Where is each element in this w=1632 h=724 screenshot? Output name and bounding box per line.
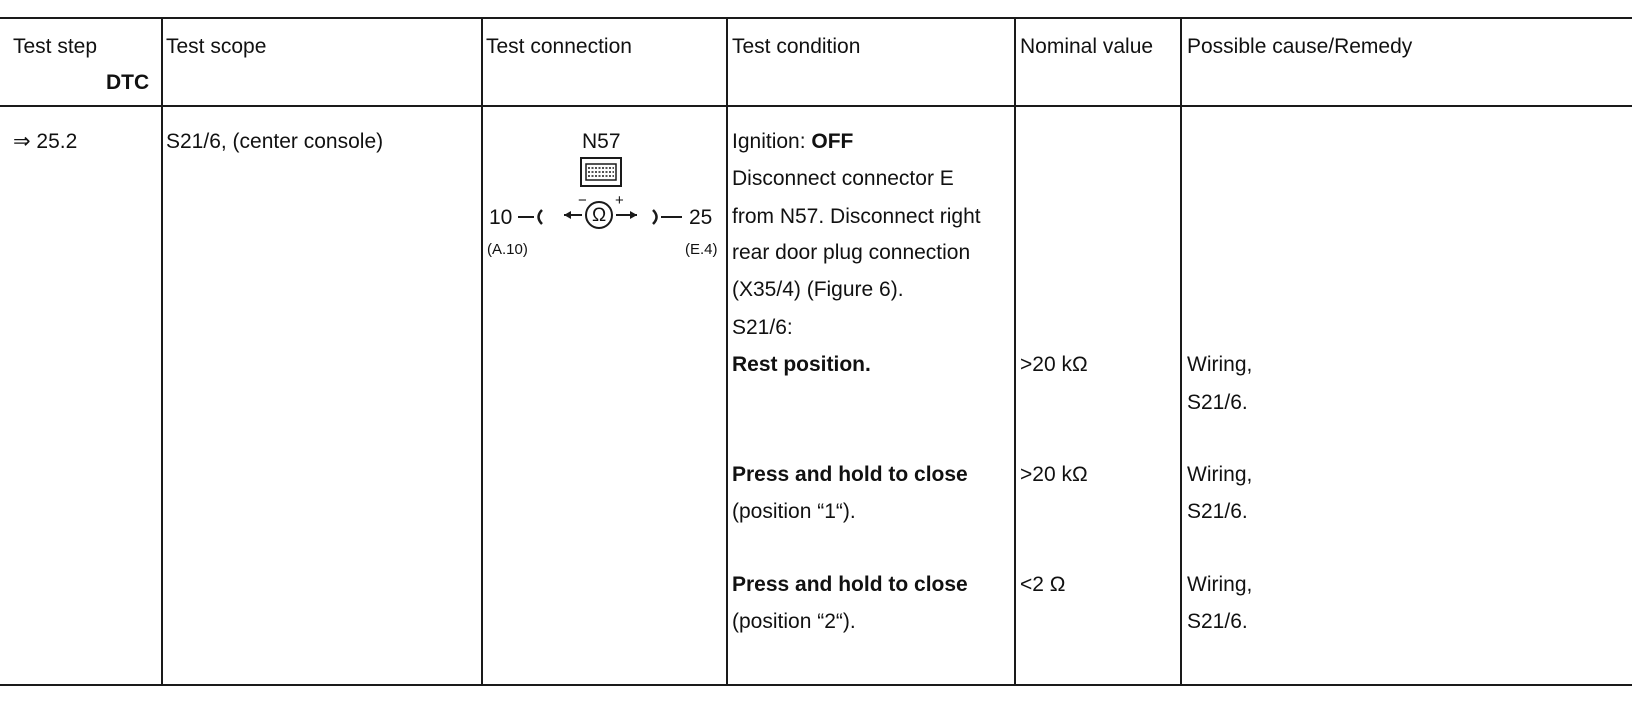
right-connector-icon: [652, 209, 682, 225]
condition-line: (X35/4) (Figure 6).: [732, 278, 904, 301]
ignition-line: Ignition: OFF: [732, 131, 853, 152]
check-cause: Wiring,: [1187, 463, 1253, 486]
check-nominal-value: >20 kΩ: [1020, 353, 1088, 376]
header-nominal-value: Nominal value: [1020, 35, 1154, 58]
header-bottom-rule: [0, 105, 1632, 107]
ohm-symbol: Ω: [592, 205, 607, 226]
header-test-step: Test step: [13, 35, 98, 58]
test-scope-value: S21/6, (center console): [166, 130, 384, 153]
meter-plus-sign: +: [615, 192, 624, 209]
header-possible-cause: Possible cause/Remedy: [1187, 35, 1413, 58]
check-cause: S21/6.: [1187, 500, 1248, 523]
column-divider: [1180, 17, 1182, 686]
header-test-scope: Test scope: [166, 35, 267, 58]
connection-pin-left: 10: [489, 206, 513, 229]
ohmmeter-icon: [564, 201, 637, 229]
check-cause: S21/6.: [1187, 610, 1248, 633]
connection-sub-right: (E.4): [685, 241, 718, 258]
control-module-icon: [580, 157, 622, 187]
connection-sub-left: (A.10): [487, 241, 528, 258]
column-divider: [161, 17, 163, 686]
condition-line: Disconnect connector E: [732, 167, 954, 190]
table-bottom-rule: [0, 684, 1632, 686]
table-top-rule: [0, 17, 1632, 19]
ignition-label: Ignition:: [732, 130, 812, 153]
check-nominal-value: >20 kΩ: [1020, 463, 1088, 486]
check-cause: Wiring,: [1187, 573, 1253, 596]
check-cause: Wiring,: [1187, 353, 1253, 376]
check-nominal-value: <2 Ω: [1020, 573, 1066, 596]
ignition-value: OFF: [811, 130, 854, 153]
connection-module-label: N57: [582, 130, 621, 153]
column-divider: [1014, 17, 1016, 686]
check-condition: Press and hold to close: [732, 463, 968, 486]
header-test-condition: Test condition: [732, 35, 861, 58]
column-divider: [726, 17, 728, 686]
condition-line: S21/6:: [732, 316, 793, 339]
check-condition-note: (position “2“).: [732, 610, 856, 633]
meter-minus-sign: −: [578, 192, 587, 209]
header-test-connection: Test connection: [486, 35, 632, 58]
left-connector-icon: [518, 209, 543, 225]
connection-pin-right: 25: [689, 206, 713, 229]
check-cause: S21/6.: [1187, 391, 1248, 414]
check-condition: Press and hold to close: [732, 573, 968, 596]
test-step-value: ⇒ 25.2: [13, 130, 78, 153]
condition-line: rear door plug connection: [732, 241, 971, 264]
header-dtc: DTC: [106, 71, 150, 94]
check-condition: Rest position.: [732, 353, 871, 376]
condition-line: from N57. Disconnect right: [732, 205, 981, 228]
column-divider: [481, 17, 483, 686]
check-condition-note: (position “1“).: [732, 500, 856, 523]
